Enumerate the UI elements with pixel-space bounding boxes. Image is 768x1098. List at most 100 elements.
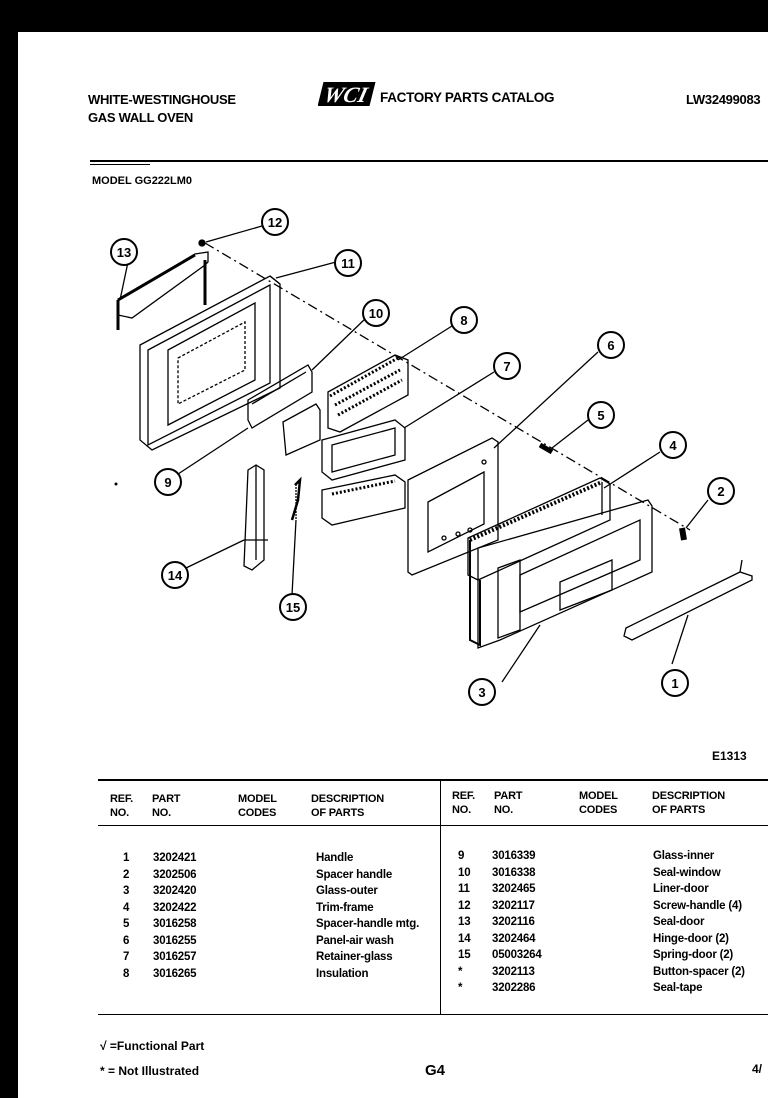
ref-number: 15: [458, 949, 471, 961]
catalog-title: FACTORY PARTS CATALOG: [380, 90, 555, 105]
catalog-page: [18, 32, 768, 1098]
part-number: 3202113: [492, 965, 535, 978]
callout-8: 8: [450, 306, 478, 334]
wci-logo: WCI: [317, 80, 376, 108]
figure-code: E1313: [712, 749, 747, 763]
ref-number: 1: [123, 852, 130, 864]
part-number: 3202286: [492, 982, 536, 994]
page-code: G4: [425, 1062, 446, 1079]
header-rule: [90, 160, 768, 162]
brand-line-1: WHITE-WESTINGHOUSE: [88, 92, 236, 107]
part-number: 3202421: [153, 852, 197, 864]
col-ref-no-right: REF.NO.: [452, 790, 476, 816]
part-12-screw: [198, 239, 206, 247]
model-label: MODEL GG222LM0: [92, 175, 193, 187]
part-3-glass-outer: [477, 499, 653, 649]
svg-text:3: 3: [478, 685, 485, 700]
part-2-spacer-handle: [679, 527, 687, 541]
part-description: Button-spacer (2): [653, 965, 745, 978]
part-5-spacer-handle-mtg: [538, 442, 554, 455]
brand-line-2: GAS WALL OVEN: [88, 110, 193, 125]
part-13-seal-door: [116, 251, 209, 330]
part-description: Spacer-handle mtg.: [316, 918, 420, 930]
part-10-seal-window: [247, 364, 313, 429]
part-description: Glass-outer: [316, 885, 378, 897]
doc-code: LW32499083: [686, 92, 761, 107]
callout-7: 7: [493, 352, 521, 380]
part-description: Liner-door: [653, 883, 709, 895]
ref-number: 3: [123, 885, 130, 897]
part-number: 3016338: [492, 866, 536, 879]
callout-2: 2: [707, 477, 735, 505]
callout-15: 15: [279, 593, 307, 621]
callout-1: 1: [661, 669, 689, 697]
ref-number: 4: [123, 901, 130, 914]
part-number: 05003264: [492, 949, 542, 961]
svg-text:15: 15: [286, 600, 300, 615]
part-description: Spacer handle: [316, 868, 393, 881]
page-fragment: 4/: [752, 1062, 763, 1076]
legend-not-illustrated: * = Not Illustrated: [100, 1064, 200, 1078]
callout-12: 12: [261, 208, 289, 236]
header-rule-accent: [90, 164, 150, 165]
svg-text:9: 9: [164, 475, 171, 490]
svg-text:14: 14: [168, 568, 183, 583]
ref-number: 7: [123, 951, 130, 963]
part-number: 3202420: [153, 885, 197, 897]
part-description: Trim-frame: [316, 901, 374, 914]
part-15-spring-door: [290, 476, 302, 521]
part-number: 3202117: [492, 899, 535, 912]
logo-text: WCI: [321, 82, 371, 107]
part-number: 3202464: [492, 932, 536, 945]
part-description: Hinge-door (2): [653, 932, 729, 945]
svg-text:10: 10: [369, 306, 383, 321]
part-number: 3016255: [153, 934, 197, 947]
part-7-retainer-glass: [321, 419, 406, 526]
ref-number: 9: [458, 850, 465, 862]
table-bottom-rule: [98, 1014, 768, 1015]
part-6-panel-air-wash: [407, 437, 499, 576]
svg-text:8: 8: [460, 313, 467, 328]
part-description: Seal-door: [653, 916, 705, 928]
part-number: 3202422: [153, 901, 197, 914]
part-description: Insulation: [316, 967, 369, 980]
callout-11: 11: [334, 249, 362, 277]
table-divider: [440, 779, 441, 1015]
part-1-handle: [623, 559, 753, 641]
part-description: Seal-tape: [653, 982, 703, 994]
svg-text:11: 11: [341, 256, 355, 271]
svg-text:2: 2: [717, 484, 724, 499]
part-number: 3016339: [492, 850, 536, 862]
svg-text:13: 13: [117, 245, 131, 260]
part-4-trim-frame: [467, 477, 611, 647]
svg-text:5: 5: [597, 408, 604, 423]
ref-number: 6: [123, 934, 130, 947]
part-14-hinge-door: [243, 464, 268, 571]
ref-number: 14: [458, 932, 471, 945]
part-description: Screw-handle (4): [653, 899, 742, 912]
part-description: Spring-door (2): [653, 949, 734, 961]
callout-9: 9: [154, 468, 182, 496]
part-number: 3016265: [153, 967, 197, 980]
ref-number: 11: [458, 883, 470, 895]
table-top-rule: [98, 779, 768, 781]
part-number: 3202465: [492, 883, 536, 895]
callout-5: 5: [587, 401, 615, 429]
part-number: 3202116: [492, 916, 535, 928]
part-9-glass-inner: [282, 403, 321, 456]
part-description: Seal-window: [653, 866, 721, 879]
ref-number: 2: [123, 868, 130, 881]
part-description: Retainer-glass: [316, 951, 393, 963]
svg-text:7: 7: [503, 359, 510, 374]
ref-number: 5: [123, 918, 130, 930]
ref-number: 13: [458, 916, 471, 928]
svg-text:6: 6: [607, 338, 614, 353]
callout-10: 10: [362, 299, 390, 327]
exploded-door-diagram: 12 13 11 10 8 7 6 5 4 2 1 3 9 14 15: [110, 208, 753, 706]
